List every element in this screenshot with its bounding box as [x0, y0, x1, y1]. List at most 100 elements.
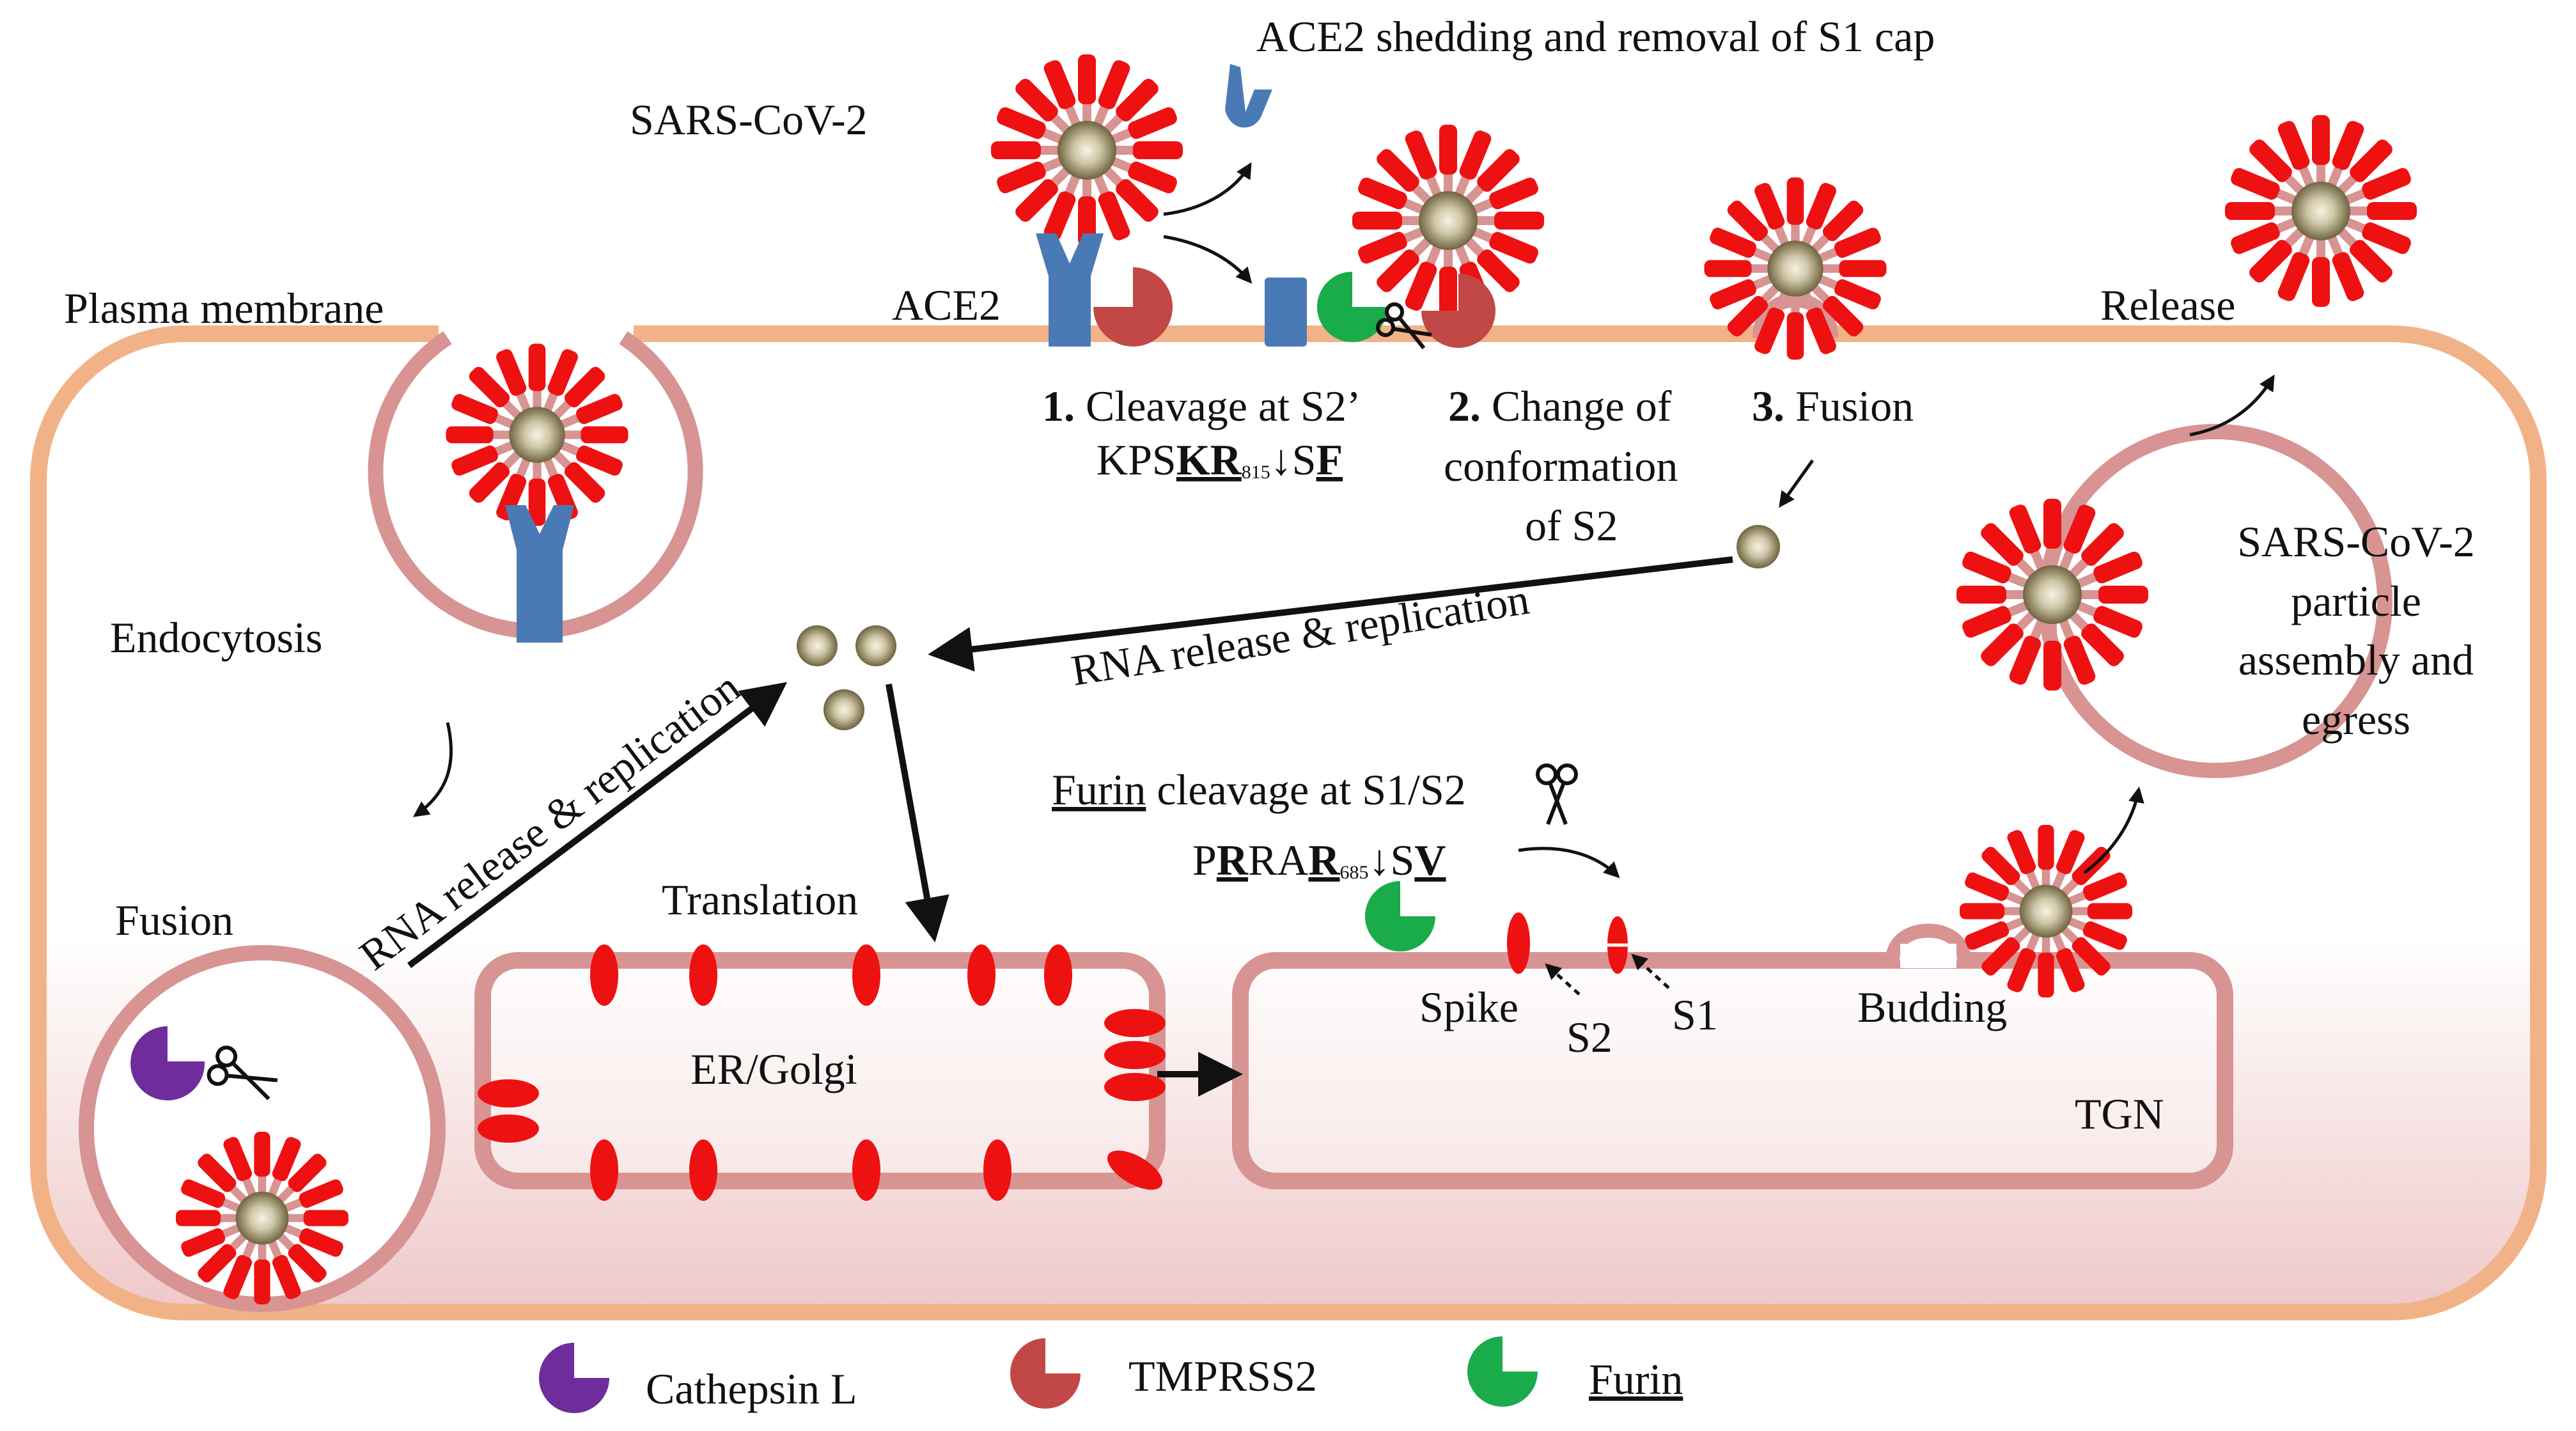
spike-protein [198, 1153, 237, 1192]
furin-cleavage-label: Furin cleavage at S1/S2 [1052, 765, 1466, 814]
spike-protein [1839, 260, 1887, 278]
budding-neck [1900, 944, 1956, 968]
virus-cleavage [1352, 125, 1544, 317]
spike-protein [1786, 177, 1804, 225]
spike-protein [1405, 130, 1437, 180]
arrow-rna-diag [407, 682, 788, 968]
spike-protein [2332, 121, 2364, 170]
spike-protein [1358, 231, 1407, 264]
legend: Cathepsin L TMPRSS2 Furin [539, 1336, 1683, 1413]
spike-protein [2225, 202, 2275, 220]
virus-layer [175, 54, 2417, 1304]
spike-protein [2367, 202, 2417, 220]
spike-protein [1962, 551, 2011, 584]
spike-protein [2362, 222, 2411, 254]
spike-protein [1439, 125, 1457, 175]
spike-protein [1489, 231, 1538, 264]
spike-protein [1981, 523, 2024, 566]
spike-protein [299, 1179, 343, 1208]
spike-protein [2007, 830, 2036, 875]
spike-protein [2082, 921, 2127, 950]
ace2-receptor [1036, 233, 1104, 347]
spike-protein [1965, 921, 2010, 950]
spike-protein [2009, 636, 2041, 685]
spike-protein [303, 1210, 349, 1226]
spike-protein [2312, 257, 2330, 307]
spike-protein [1965, 872, 2010, 902]
spike-protein [1494, 212, 1544, 230]
step2-line3: of S2 [1525, 501, 1618, 550]
legend-label: TMPRSS2 [1128, 1352, 1317, 1400]
spike-protein [288, 1244, 327, 1283]
cathepsin-l-icon [130, 1026, 205, 1100]
spike-protein [496, 349, 527, 396]
label-endocytosis: Endocytosis [110, 613, 322, 662]
virus-budding [1959, 825, 2133, 997]
assembly-line4: egress [2302, 695, 2410, 744]
spike-protein [528, 478, 546, 526]
spike-protein [2093, 606, 2143, 638]
label-sars-cov2: SARS-CoV-2 [630, 95, 868, 144]
spike-protein [1459, 130, 1492, 180]
furin-icon [1467, 1336, 1538, 1407]
spike-protein [2350, 240, 2393, 283]
spike-protein [2081, 523, 2124, 566]
spike-protein [223, 1255, 253, 1299]
spike-protein [272, 1255, 301, 1299]
label-er-golgi: ER/Golgi [691, 1045, 857, 1093]
spike-protein [1822, 200, 1864, 242]
spike-protein [1981, 847, 2020, 886]
virus-core [1419, 191, 1478, 250]
spike-protein [1358, 177, 1407, 210]
rna-genome [1737, 525, 1780, 568]
furin-icon [1317, 272, 1387, 342]
spike-protein [997, 161, 1046, 194]
spike-protein [1477, 249, 1520, 292]
spike-protein [2087, 903, 2133, 919]
label-translation: Translation [662, 875, 858, 924]
tgn-spike [1507, 912, 1530, 974]
step3-label: 3. Fusion [1752, 382, 1914, 430]
spike-protein [2350, 139, 2393, 182]
virus-core [509, 407, 565, 463]
spike-protein [2082, 872, 2127, 902]
spike-protein [2081, 623, 2124, 666]
assembly-line1: SARS-CoV-2 [2237, 517, 2475, 566]
spike-protein [1727, 295, 1768, 337]
furin-icon [1365, 881, 1435, 951]
spike-protein [1377, 149, 1419, 192]
arrow-egress [2083, 786, 2144, 874]
label-s2: S2 [1566, 1013, 1612, 1061]
arrow-s1 [1631, 953, 1670, 989]
label-ace2-shedding: ACE2 shedding and removal of S1 cap [1256, 12, 1935, 61]
arrow-release [2189, 374, 2275, 437]
spike-protein [1962, 606, 2011, 638]
spike-protein [2093, 551, 2143, 584]
arrow-rna-mid [928, 556, 1733, 672]
arrow-shedding [1163, 162, 1252, 216]
virus-binding-ace2 [991, 54, 1183, 246]
ace2-receptor-endocytosed [505, 505, 574, 643]
label-tgn: TGN [2075, 1090, 2164, 1138]
spike-protein [1128, 161, 1177, 194]
spike-protein [997, 107, 1046, 139]
spike-protein [254, 1132, 270, 1177]
spike-protein [2231, 222, 2280, 254]
virus-endocytosed [446, 343, 628, 526]
spike-protein [1710, 228, 1756, 258]
spike-protein [469, 462, 510, 503]
spike-protein [1806, 183, 1836, 230]
step1-sequence: KPSKR815↓SF [1097, 435, 1343, 484]
assembly-line3: assembly and [2238, 636, 2474, 684]
spike-protein [451, 445, 498, 476]
virus-core [1767, 240, 1823, 297]
tmprss2-icon [1421, 274, 1495, 348]
scissors-icon [1376, 302, 1432, 350]
spike-protein [1981, 937, 2020, 976]
virus-released [2225, 115, 2417, 307]
spike-protein [223, 1137, 253, 1182]
spike-protein [1015, 179, 1058, 222]
spike-protein [1015, 79, 1058, 121]
spike-protein [1352, 212, 1402, 230]
spike-protein [2249, 139, 2292, 182]
